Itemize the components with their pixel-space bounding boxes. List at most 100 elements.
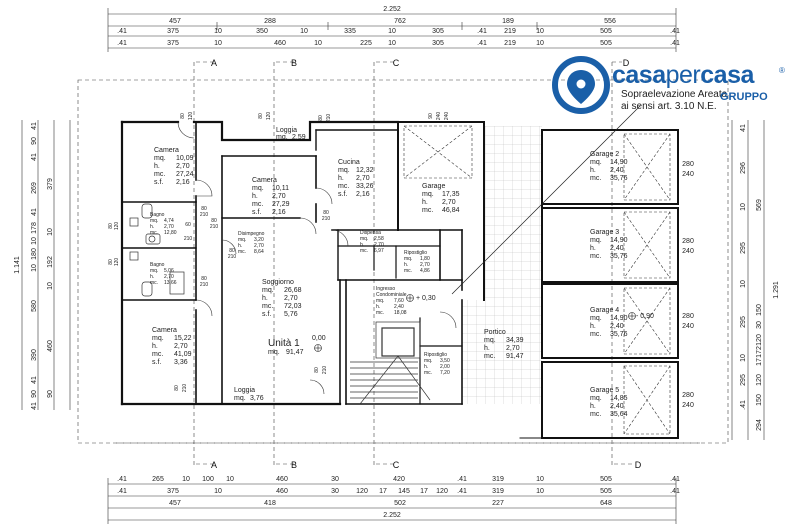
room-value: 12,32	[356, 167, 374, 174]
room-label: h.	[590, 245, 596, 252]
axis-label-c-bottom: C	[393, 460, 400, 470]
opening-mark: 240	[444, 112, 450, 121]
dim-label: 10	[47, 228, 54, 236]
bottom-dimension-text: .41 265 10 100 10 460 30 420 .41 319 10 …	[117, 476, 680, 519]
opening-mark: 80	[211, 218, 217, 224]
room-label: h.	[150, 224, 154, 230]
dim-label: 295	[740, 374, 747, 386]
dim-label: .41	[670, 40, 680, 47]
room-label: mc.	[424, 370, 432, 376]
room-value: 27,24	[176, 171, 194, 178]
dim-label: .41	[670, 476, 680, 483]
opening-mark: 80	[108, 223, 114, 229]
dim-label: 505	[600, 488, 612, 495]
dim-label: 295	[740, 316, 747, 328]
room-name: Ripostiglio	[424, 352, 447, 358]
logo-subtitle: GRUPPO	[720, 91, 768, 103]
dim-label: 30	[331, 476, 339, 483]
room-value: 33,26	[356, 183, 374, 190]
axis-label-a-top: A	[211, 58, 217, 68]
room-value: 10,09	[176, 155, 194, 162]
room-value: 91,47	[286, 349, 304, 356]
room-value: 18,08	[394, 310, 407, 316]
room-label: mq.	[154, 155, 166, 162]
room-value: 8,64	[254, 249, 264, 255]
dim-label: 17	[420, 488, 428, 495]
room-loggia-1: Loggia mq. 2,59	[276, 127, 306, 141]
room-label: mq.	[152, 335, 164, 342]
logo-pin-icon	[552, 56, 610, 114]
room-label: mc.	[404, 268, 412, 274]
room-camera-3: Camera mq. 15,22 h. 2,70 mc. 41,09 s.f. …	[152, 327, 192, 366]
dim-label: 457	[169, 18, 181, 25]
opening-mark: 80	[174, 385, 180, 391]
dim-label: 762	[394, 18, 406, 25]
room-value: 2,70	[164, 274, 174, 280]
dim-label: .41	[740, 400, 747, 410]
room-value: 14,90	[610, 315, 628, 322]
logo-wordmark: casapercasa	[612, 61, 754, 90]
room-loggia-2: Loggia mq. 3,76	[234, 387, 264, 402]
room-value: 4,74	[164, 218, 174, 224]
axis-label-d-top: D	[623, 58, 630, 68]
room-name: Bagno	[150, 212, 165, 218]
room-label: s.f.	[262, 311, 271, 318]
dim-label: 192	[47, 256, 54, 268]
opening-mark: 210	[200, 212, 209, 218]
opening-mark: 210	[210, 224, 219, 230]
room-label: mc.	[262, 303, 273, 310]
dim-label: 280	[682, 313, 694, 320]
dim-label: 10	[536, 40, 544, 47]
room-label: mq.	[234, 395, 246, 402]
dim-label: 219	[504, 28, 516, 35]
room-label: mc.	[150, 280, 158, 286]
room-label: h.	[484, 345, 490, 352]
dim-label: .41	[117, 476, 127, 483]
dim-label: 240	[682, 171, 694, 178]
dim-label: 460	[276, 488, 288, 495]
axis-labels: A B C D A B C D	[211, 58, 642, 470]
axis-label-a-bottom: A	[211, 460, 217, 470]
room-value: 2,70	[284, 295, 298, 302]
opening-mark: 80	[180, 113, 186, 119]
room-label: s.f.	[338, 191, 347, 198]
room-label: mc.	[590, 253, 601, 260]
room-label: mq.	[252, 185, 264, 192]
room-name: Bagno	[150, 262, 165, 268]
dim-label: .41	[477, 40, 487, 47]
room-name: Disimpegno	[238, 231, 265, 237]
room-label: h.	[262, 295, 268, 302]
room-value: 91,47	[506, 353, 524, 360]
dim-label: 10	[536, 488, 544, 495]
opening-mark: 120	[114, 222, 120, 231]
room-value: 35,76	[610, 253, 628, 260]
room-value: 2,70	[176, 163, 190, 170]
dim-total-top: 2.252	[383, 6, 401, 13]
room-value: 2,70	[174, 343, 188, 350]
room-value: 2,59	[292, 134, 306, 141]
room-label: mq.	[150, 218, 158, 224]
room-value: 1,80	[420, 256, 430, 262]
dim-label: 505	[600, 40, 612, 47]
room-dispensa: Dispensa mq. 2,58 h. 2,70 mc. 6,97	[360, 230, 384, 254]
left-dimension-text: 1.141 41 90 41 269 41 178 10 180 10 580 …	[14, 122, 54, 410]
room-name: Ripostiglio	[404, 250, 427, 256]
room-value: 2,16	[272, 209, 286, 216]
axis-label-b-bottom: B	[291, 460, 297, 470]
room-cucina: Cucina mq. 12,32 h. 2,70 mc. 33,26 s.f. …	[338, 159, 374, 198]
dim-label: 280	[682, 161, 694, 168]
room-value: 2,70	[272, 193, 286, 200]
dim-label: 296	[740, 162, 747, 174]
logo-word-casa-2: casa	[700, 61, 754, 89]
room-label: mq.	[590, 159, 602, 166]
logo-registered-mark: ®	[779, 66, 785, 75]
room-label: mq.	[590, 237, 602, 244]
room-value: 12,80	[164, 230, 177, 236]
dim-label: 10	[536, 28, 544, 35]
logo	[552, 56, 610, 114]
dim-label: 120	[756, 374, 763, 386]
dim-label: 420	[393, 476, 405, 483]
dim-label: 375	[167, 488, 179, 495]
dim-label: 502	[394, 500, 406, 507]
room-label: mq.	[590, 315, 602, 322]
